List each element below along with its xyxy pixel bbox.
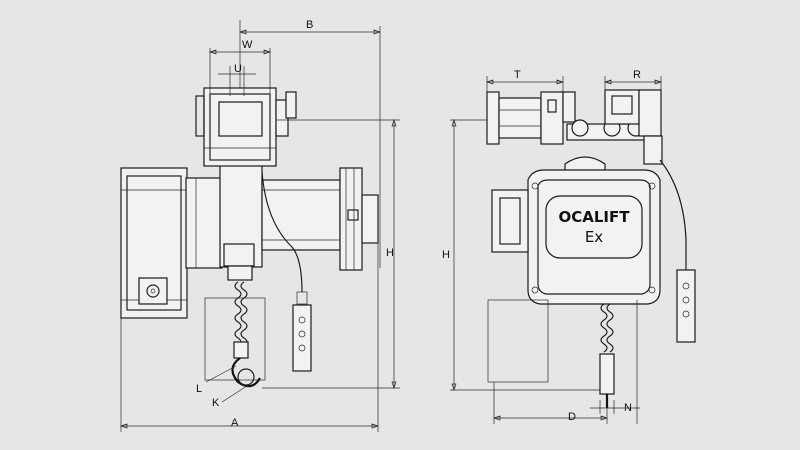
dim-label-D: D — [568, 411, 576, 423]
dimension-lines-right — [450, 76, 663, 424]
left-side-view: A B W U H L K — [119, 19, 400, 432]
dim-label-A: A — [231, 417, 239, 429]
trolley-frame — [566, 89, 663, 165]
hook-block — [204, 243, 266, 388]
hoist-body — [487, 156, 661, 383]
dim-label-K: K — [212, 397, 220, 409]
dim-label-U: U — [234, 63, 242, 75]
dimension-labels-right: T R H D N — [442, 69, 641, 423]
dim-label-B: B — [306, 19, 313, 31]
trolley-motor — [486, 91, 576, 145]
dim-label-W: W — [242, 39, 253, 51]
pendant-controller-right — [659, 159, 696, 343]
nameplate-ex-mark: Ex — [585, 228, 603, 246]
dim-label-T: T — [514, 69, 521, 81]
pendant-controller — [261, 171, 312, 372]
nameplate-brand: OCALIFT — [559, 208, 631, 226]
control-box — [195, 87, 297, 167]
dim-label-N: N — [624, 402, 632, 414]
chain-and-hook — [599, 303, 615, 408]
dim-label-L: L — [196, 383, 202, 395]
nameplate: OCALIFT Ex — [559, 208, 631, 246]
dim-label-R: R — [633, 69, 641, 81]
dimension-lines-left — [119, 20, 400, 432]
right-front-view: OCALIFT Ex — [442, 69, 696, 424]
dim-label-H-left: H — [386, 247, 394, 259]
dimension-labels-left: A B W U H L K — [196, 19, 394, 429]
dim-label-H-right: H — [442, 249, 450, 261]
drum-body — [219, 161, 379, 271]
motor-housing — [120, 167, 223, 319]
